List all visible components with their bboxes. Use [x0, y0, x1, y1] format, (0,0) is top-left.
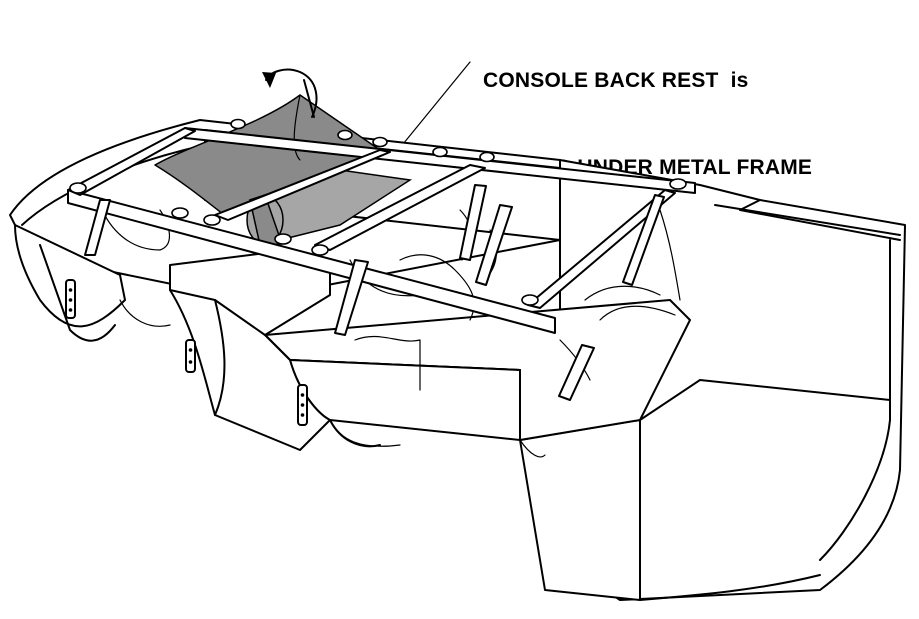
lift-arrow-icon — [262, 68, 318, 118]
tub-underside — [119, 299, 546, 458]
console-right-end — [519, 159, 906, 601]
console-front-bumper — [264, 299, 691, 441]
callout-line-1: CONSOLE BACK REST is — [483, 69, 749, 92]
frame-knobs — [69, 118, 687, 306]
metal-frame — [67, 127, 696, 401]
mounting-brackets — [65, 279, 308, 426]
console-back-rest — [154, 94, 381, 219]
